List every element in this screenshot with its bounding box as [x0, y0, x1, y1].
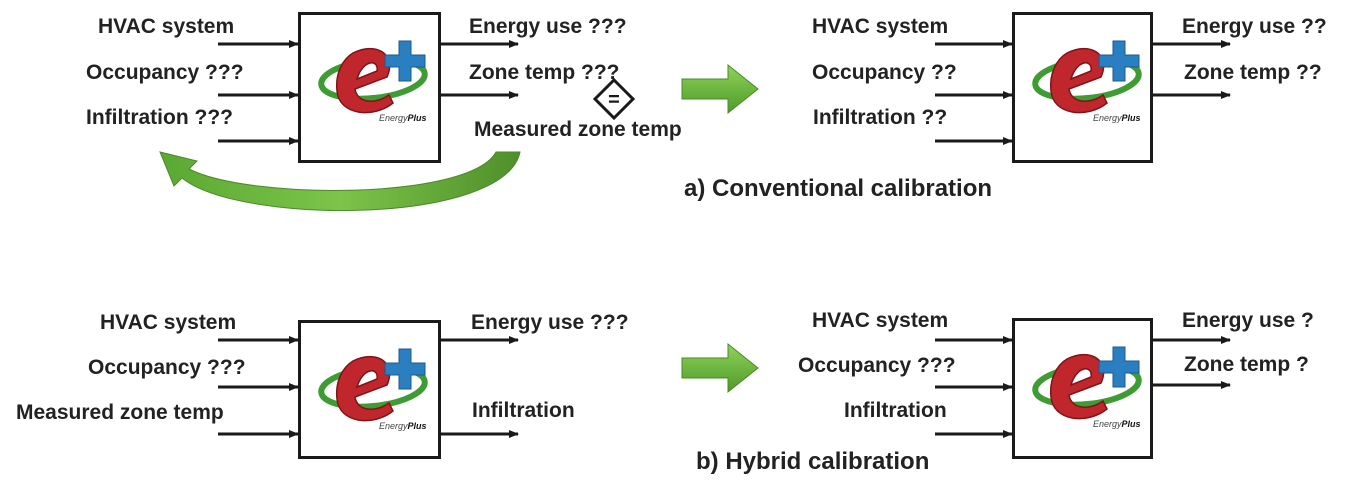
- panel-a-right-input-hvac: HVAC system: [812, 15, 949, 38]
- logo-plus-glyph: [1098, 346, 1140, 388]
- panel-a-right-input-infiltration: Infiltration ??: [813, 106, 948, 129]
- logo-plus-glyph: [384, 348, 426, 390]
- panel-b-right-output-energy: Energy use ?: [1182, 309, 1314, 332]
- logo-wordmark: EnergyPlus: [379, 113, 427, 123]
- logo-plus-glyph: [384, 40, 426, 82]
- logo-e-glyph: [1049, 47, 1108, 114]
- panel-a-caption: a) Conventional calibration: [684, 175, 993, 202]
- panel-b-right-input-arrows: [935, 336, 1013, 438]
- panel-a-right-energyplus-model: EnergyPlus: [1012, 12, 1153, 163]
- panel-a-left-energyplus-model: EnergyPlus: [298, 12, 441, 163]
- logo-wordmark: EnergyPlus: [379, 421, 427, 431]
- panel-a-left-output-energy: Energy use ???: [469, 15, 627, 38]
- panel-b-left-input-measured-zone-temp: Measured zone temp: [16, 401, 224, 424]
- panel-a-right-output-energy: Energy use ??: [1182, 15, 1327, 38]
- panel-b-right-output-arrows: [1152, 336, 1231, 389]
- panel-a-measured-zone-temp: Measured zone temp: [474, 118, 682, 141]
- panel-b-right-input-infiltration: Infiltration: [844, 399, 947, 422]
- compare-diamond-icon: =: [592, 77, 636, 121]
- panel-b-left-energyplus-model: EnergyPlus: [298, 320, 441, 459]
- panel-a-left-input-arrows: [218, 40, 299, 145]
- panel-b-left-output-arrows: [440, 336, 519, 438]
- energyplus-logo: EnergyPlus: [1032, 346, 1142, 429]
- logo-wordmark: EnergyPlus: [1093, 113, 1141, 123]
- energyplus-logo: EnergyPlus: [1032, 40, 1142, 123]
- energyplus-logo: EnergyPlus: [318, 348, 428, 431]
- panel-a-left-input-hvac: HVAC system: [98, 15, 235, 38]
- panel-b-left-input-arrows: [218, 336, 299, 438]
- energyplus-logo: EnergyPlus: [318, 40, 428, 123]
- panel-b-left-input-hvac: HVAC system: [100, 311, 237, 334]
- panel-b-left-output-infiltration: Infiltration: [472, 399, 575, 422]
- panel-b-caption: b) Hybrid calibration: [696, 448, 930, 475]
- panel-b-right-energyplus-model: EnergyPlus: [1012, 318, 1153, 459]
- feedback-curve-arrow: [159, 151, 521, 211]
- panel-b-transition-arrow: [681, 342, 759, 394]
- panel-b-right-input-hvac: HVAC system: [812, 309, 949, 332]
- panel-a-left-output-arrows: [440, 40, 519, 99]
- panel-a-right-input-occupancy: Occupancy ??: [812, 61, 957, 84]
- panel-a-transition-arrow: [681, 63, 759, 115]
- panel-a-left-input-infiltration: Infiltration ???: [86, 106, 233, 129]
- panel-a-right-output-zone-temp: Zone temp ??: [1184, 61, 1322, 84]
- panel-a-left-output-zone-temp: Zone temp ???: [469, 61, 620, 84]
- logo-plus-glyph: [1098, 40, 1140, 82]
- panel-b-right-output-zone-temp: Zone temp ?: [1184, 353, 1309, 376]
- panel-b-right-input-occupancy: Occupancy ???: [798, 354, 956, 377]
- panel-a-left-input-occupancy: Occupancy ???: [86, 61, 244, 84]
- panel-a-right-output-arrows: [1152, 40, 1231, 99]
- logo-wordmark: EnergyPlus: [1093, 419, 1141, 429]
- panel-b-left-output-energy: Energy use ???: [471, 311, 629, 334]
- panel-a-right-input-arrows: [935, 40, 1013, 145]
- panel-b-left-input-occupancy: Occupancy ???: [88, 356, 246, 379]
- compare-symbol: =: [608, 89, 620, 111]
